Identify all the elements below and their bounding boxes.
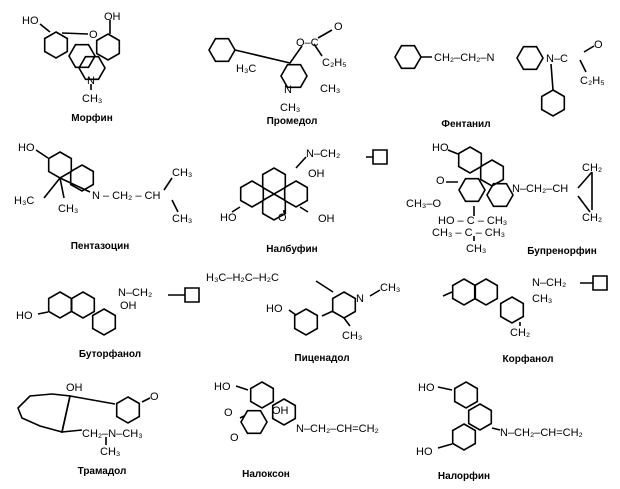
atom-label: CH₃ xyxy=(58,203,78,215)
atom-label: OH xyxy=(308,168,325,180)
atom-label: N–CH₂–CH xyxy=(512,183,568,195)
compound-buprenorphine: HO O N–CH₂–CH CH₂ CH₂ CH₃–O HO – C – CH₃… xyxy=(406,142,602,257)
compound-name: Буторфанол xyxy=(79,348,141,360)
compound-name: Пентазоцин xyxy=(71,241,130,252)
compound-name: Налорфин xyxy=(438,470,490,482)
compound-naloxone: HO OH O O N–CH₂–CH=CH₂ Налоксон xyxy=(214,381,379,480)
compound-name: Пиценадол xyxy=(294,353,349,364)
atom-label: CH₂ xyxy=(510,327,530,339)
atom-label: CH₃ xyxy=(466,243,486,255)
atom-label: O xyxy=(89,29,98,41)
compound-butorphanol: N–CH₂ OH HO Буторфанол xyxy=(16,287,200,360)
compound-name: Трамадол xyxy=(78,466,127,477)
compound-pentazocine: HO H₃C CH₃ N – CH₂ – CH CH₃ CH₃ Пентазоц… xyxy=(14,142,192,252)
compound-name: Корфанол xyxy=(503,353,554,365)
atom-label: HO xyxy=(16,310,33,322)
atom-label: CH₂–N–CH₃ xyxy=(82,428,143,440)
atom-label: CH₃ xyxy=(380,282,400,294)
atom-label: N–CH₂ xyxy=(118,287,152,299)
atom-label: N xyxy=(87,75,95,87)
atom-label: CH₂–CH₂–N xyxy=(434,52,495,64)
atom-label: CH₃ xyxy=(82,93,102,105)
atom-label: OH xyxy=(104,11,121,23)
compound-name: Налоксон xyxy=(242,469,290,480)
atom-label: O xyxy=(436,175,445,187)
atom-label: CH₃ xyxy=(100,446,120,458)
atom-label: N xyxy=(284,84,292,96)
atom-label: OH xyxy=(318,213,335,225)
atom-label: C₂H₅ xyxy=(580,75,605,87)
atom-label: HO xyxy=(418,382,435,394)
compound-name: Промедол xyxy=(267,116,318,127)
atom-label: HO xyxy=(214,381,231,393)
compound-fentanyl: CH₂–CH₂–N N–C O C₂H₅ Фентанил xyxy=(394,39,605,130)
atom-label: O xyxy=(230,432,239,444)
atom-label: HO xyxy=(18,142,35,154)
atom-label: H₃C–H₂C–H₂C xyxy=(206,272,279,284)
atom-label: O xyxy=(594,39,603,51)
atom-label: HO xyxy=(220,212,237,224)
compound-picenadol: H₃C–H₂C–H₂C CH₃ N HO CH₃ Пиценадол xyxy=(206,272,400,364)
atom-label: CH₃ xyxy=(320,83,340,95)
atom-label: CH₃ xyxy=(172,167,192,179)
atom-label: N–CH₂–CH=CH₂ xyxy=(296,423,379,435)
atom-label: CH₃–O xyxy=(406,198,441,210)
compound-corphanol: N–CH₂ CH₃ CH₂ Корфанол xyxy=(442,275,608,365)
compound-morphine: HO OH O N CH₃ Морфин xyxy=(22,11,121,124)
atom-label: CH₃ xyxy=(172,213,192,225)
atom-label: H₃C xyxy=(236,63,256,75)
atom-label: HO – C – CH₃ xyxy=(438,215,507,227)
compound-name: Фентанил xyxy=(441,119,490,130)
atom-label: CH₂ xyxy=(582,212,602,224)
atom-label: O xyxy=(224,407,233,419)
atom-label: OH xyxy=(66,382,83,394)
compound-nalbuphine: N–CH₂ OH HO O OH Налбуфин xyxy=(220,148,388,255)
compound-nalorphine: HO HO N–CH₂–CH=CH₂ Налорфин xyxy=(416,381,583,482)
atom-label: O xyxy=(150,391,159,403)
atom-label: N – CH₂ – CH xyxy=(92,190,161,202)
atom-label: N–CH₂–CH=CH₂ xyxy=(500,427,583,439)
atom-label: C₂H₅ xyxy=(322,57,347,69)
atom-label: H₃C xyxy=(14,195,34,207)
compound-name: Бупренорфин xyxy=(527,245,597,257)
atom-label: CH₃ xyxy=(342,330,362,342)
atom-label: HO xyxy=(266,303,283,315)
atom-label: CH₃ – C – CH₃ xyxy=(432,227,505,239)
compound-promedol: O–C O C₂H₅ H₃C CH₃ N CH₃ Промедол xyxy=(208,21,347,127)
atom-label: CH₃ xyxy=(532,293,552,305)
atom-label: N xyxy=(356,293,364,305)
atom-label: HO xyxy=(22,15,39,27)
atom-label: CH₂ xyxy=(582,162,602,174)
atom-label: OH xyxy=(272,405,289,417)
atom-label: N–CH₂ xyxy=(532,277,566,289)
compound-name: Налбуфин xyxy=(266,243,317,255)
atom-label: N–CH₂ xyxy=(306,148,340,160)
compound-tramadol: OH O CH₂–N–CH₃ CH₃ Трамадол xyxy=(17,382,159,477)
atom-label: OH xyxy=(120,300,137,312)
atom-label: O xyxy=(334,21,343,33)
atom-label: N–C xyxy=(546,53,568,65)
atom-label: O xyxy=(278,212,287,224)
atom-label: CH₃ xyxy=(280,102,300,114)
atom-label: O–C xyxy=(296,37,319,49)
atom-label: HO xyxy=(416,446,433,458)
atom-label: HO xyxy=(432,142,449,154)
compound-name: Морфин xyxy=(71,112,112,124)
